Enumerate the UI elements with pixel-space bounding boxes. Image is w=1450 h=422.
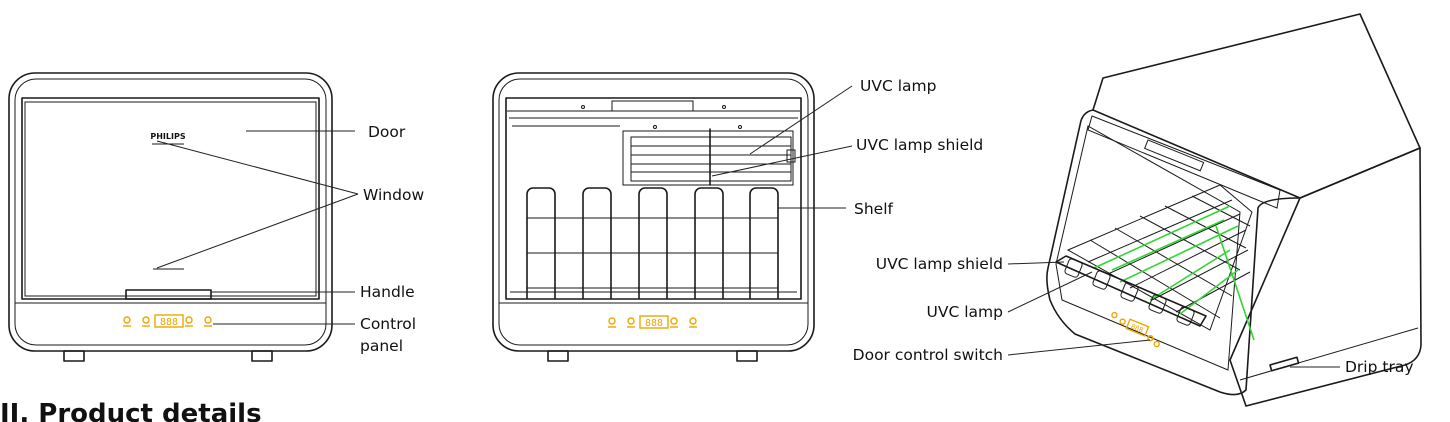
label-shelf: Shelf	[854, 200, 894, 218]
handle-shape	[125, 289, 212, 300]
label-control-panel-line2: panel	[360, 337, 403, 355]
label-uvc-lamp-side: UVC lamp	[927, 303, 1003, 321]
control-panel-front: 888	[123, 314, 212, 328]
open-view-leaders	[711, 85, 853, 209]
label-window: Window	[363, 186, 424, 204]
label-control-panel-line1: Control	[360, 315, 416, 333]
display-digits-open: 888	[645, 318, 663, 329]
label-door: Door	[368, 123, 406, 141]
label-door-control-switch: Door control switch	[853, 346, 1003, 364]
shelf-rack	[510, 187, 797, 299]
perspective-view: 888	[1046, 13, 1422, 407]
section-heading: II. Product details	[0, 399, 262, 422]
control-panel-open: 888	[608, 315, 697, 329]
shelf-grid-perspective	[1066, 184, 1253, 331]
front-view-open: 888	[492, 72, 815, 362]
label-uvc-lamp-shield-side: UVC lamp shield	[876, 255, 1003, 273]
display-digits: 888	[160, 317, 178, 328]
label-uvc-lamp: UVC lamp	[860, 77, 936, 95]
label-handle: Handle	[360, 283, 415, 301]
control-panel-perspective: 888	[1111, 311, 1160, 348]
uv-light-beams	[1093, 205, 1255, 341]
label-drip-tray: Drip tray	[1345, 358, 1414, 376]
front-view-leaders	[156, 130, 359, 325]
brand-logo: PHILIPS	[150, 132, 185, 141]
front-view-closed: PHILIPS 888	[8, 72, 333, 362]
lamp-shield-perspective	[1055, 255, 1207, 327]
perspective-leaders	[1007, 261, 1340, 368]
label-uvc-lamp-shield: UVC lamp shield	[856, 136, 983, 154]
